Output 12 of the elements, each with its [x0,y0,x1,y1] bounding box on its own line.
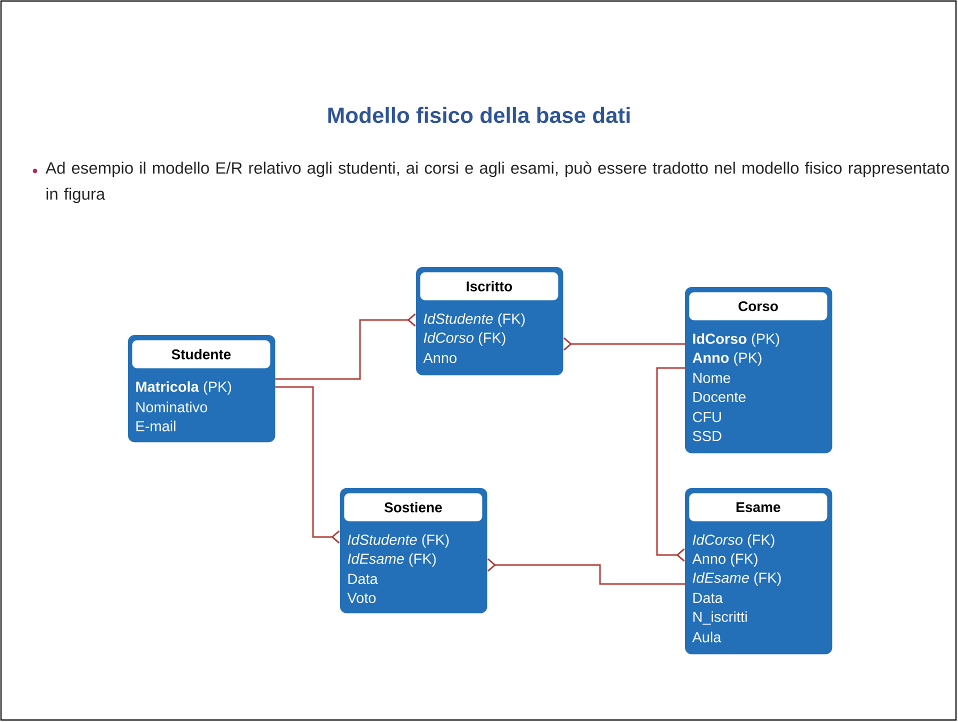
bullet-text: Ad esempio il modello E/R relativo agli studenti, ai corsi e agli esami, può essere tradotto nel modello fisico rappresentato in figura [46,162,949,204]
table-box: Studente Matricola (PK) Nominativo E-mail [128,335,276,442]
relationship-line [563,337,685,351]
table-box: Esame IdCorso (FK) Anno (FK) IdEsame (FK) Data N_iscritti Aula [685,488,832,654]
relationship-line [275,386,340,544]
relationship-line [275,313,416,380]
slide-title: Modello fisico della base dati [328,106,630,124]
relationship-line [487,558,685,585]
table-box: Sostiene IdStudente (FK) IdEsame (FK) Data Voto [340,488,488,614]
relationship-line [656,367,685,562]
table-box: Corso IdCorso (PK) Anno (PK) Nome Docente CFU SSD [685,287,832,454]
table-box: Iscritto IdStudente (FK) IdCorso (FK) Anno [416,267,564,376]
